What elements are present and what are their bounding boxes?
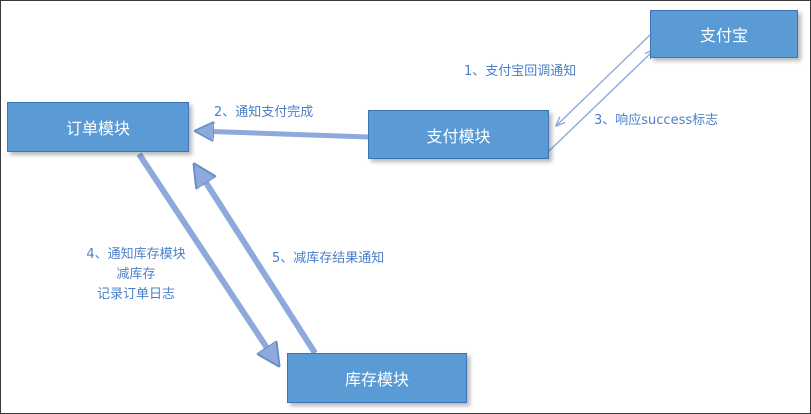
node-alipay: 支付宝 bbox=[650, 10, 798, 58]
edge-label-notify-inventory: 4、通知库存模块 减库存 记录订单日志 bbox=[61, 245, 211, 305]
edge-label-alipay-callback: 1、支付宝回调通知 bbox=[464, 64, 577, 79]
edge-inventory-to-order bbox=[196, 167, 318, 355]
edge-order-to-inventory bbox=[136, 152, 277, 363]
node-inventory-module: 库存模块 bbox=[287, 353, 467, 403]
edge-payment-to-alipay bbox=[548, 51, 653, 152]
edge-payment-to-order bbox=[198, 131, 369, 137]
node-order-module: 订单模块 bbox=[7, 102, 189, 152]
edge-alipay-to-payment bbox=[557, 34, 651, 125]
edge-label-notify-payment-done: 2、通知支付完成 bbox=[214, 105, 314, 120]
edge-label-deduct-result: 5、减库存结果通知 bbox=[272, 251, 385, 266]
notify-inventory-line-3: 记录订单日志 bbox=[96, 287, 175, 302]
edge-label-respond-success: 3、响应success标志 bbox=[594, 113, 719, 128]
notify-inventory-line-2: 减库存 bbox=[116, 267, 156, 282]
node-payment-module: 支付模块 bbox=[368, 110, 549, 159]
notify-inventory-line-1: 4、通知库存模块 bbox=[86, 247, 186, 262]
